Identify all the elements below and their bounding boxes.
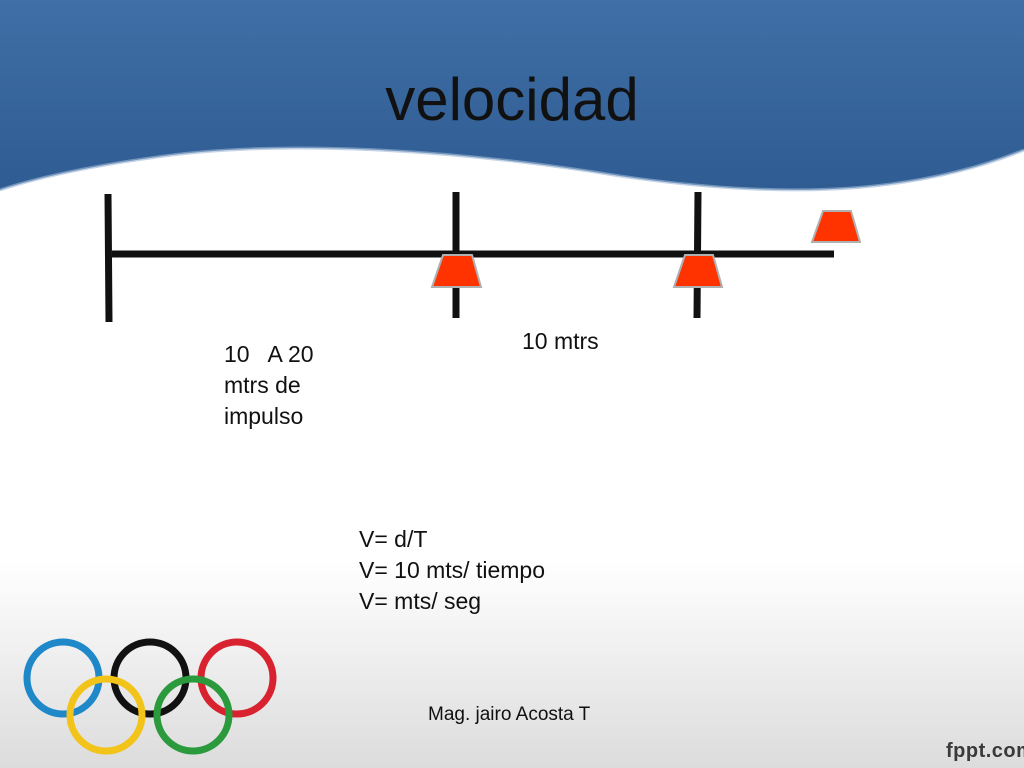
impulse-label-line: mtrs de: [224, 372, 301, 398]
author-credit: Mag. jairo Acosta T: [428, 704, 591, 725]
olympic-rings-icon: [23, 638, 277, 755]
track-diagram: [104, 191, 862, 323]
formula-line: V= mts/ seg: [359, 588, 482, 614]
start-tick: [104, 193, 113, 323]
impulse-label-line: 10 A 20: [224, 341, 314, 367]
header-band-edge: [0, 146, 1024, 192]
formula-line: V= d/T: [359, 526, 428, 552]
trapezoid-cone-icon: [672, 254, 724, 288]
trapezoid-cone-icon: [810, 210, 862, 243]
slide-title: velocidad: [385, 66, 639, 133]
impulse-label-line: impulso: [224, 403, 304, 429]
impulse-label: 10 A 20 mtrs de impulso: [224, 339, 314, 432]
footer-gradient: [0, 560, 1024, 768]
trapezoid-cone-icon: [430, 254, 483, 288]
velocity-formula: V= d/T V= 10 mts/ tiempo V= mts/ seg: [359, 524, 545, 617]
header-band: [0, 0, 1024, 190]
watermark: fppt.com: [946, 740, 1024, 762]
distance-label: 10 mtrs: [522, 328, 599, 354]
formula-line: V= 10 mts/ tiempo: [359, 557, 545, 583]
